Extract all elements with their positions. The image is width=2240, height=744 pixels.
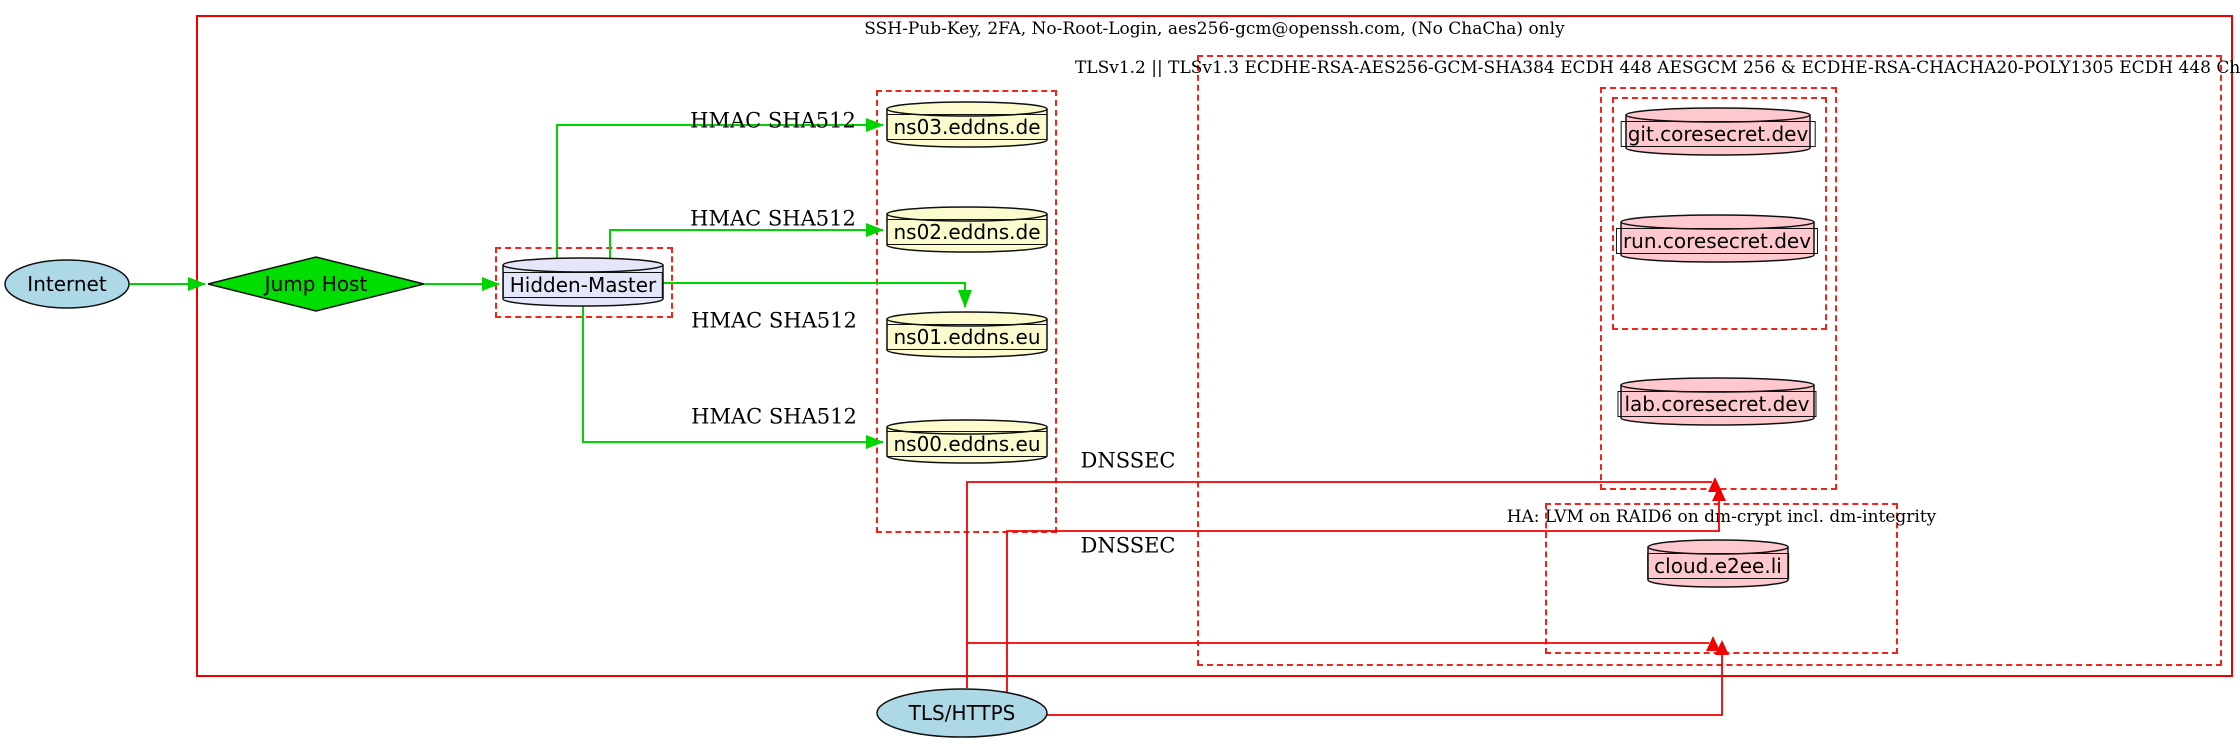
edge-dnssec-2 (1006, 501, 1720, 692)
node-label-jump-host: Jump Host (264, 272, 368, 296)
edge-label-dnssec-bottom: DNSSEC (1080, 533, 1176, 558)
cluster-ssh-perimeter: SSH-Pub-Key, 2FA, No-Root-Login, aes256-… (196, 15, 2233, 677)
node-label-ns00: ns00.eddns.eu (886, 431, 1048, 457)
edge-hiddenmaster-ns02 (609, 223, 884, 259)
edge-tls-ha-2 (1047, 654, 1723, 716)
lab-node (1620, 377, 1815, 426)
node-label-hidden-master: Hidden-Master (502, 272, 664, 298)
edge-label-hmac-ns00: HMAC SHA512 (691, 404, 857, 429)
arrowhead-tls-ha-2 (1715, 640, 1729, 655)
node-label-ns03: ns03.eddns.de (886, 114, 1048, 140)
cluster-tls-label: TLSv1.2 || TLSv1.3 ECDHE-RSA-AES256-GCM-… (1074, 58, 2240, 78)
edge-label-dnssec-top: DNSSEC (1080, 448, 1176, 473)
arrowhead-tls-ha-1 (1706, 636, 1720, 651)
ns01-node (886, 311, 1048, 358)
cluster-coresecret-inner (1612, 97, 1827, 330)
ns03-node (886, 101, 1048, 148)
cluster-tls-zone: TLSv1.2 || TLSv1.3 ECDHE-RSA-AES256-GCM-… (1075, 55, 2240, 666)
node-label-ns01: ns01.eddns.eu (886, 324, 1048, 350)
edge-label-hmac-ns02: HMAC SHA512 (690, 206, 856, 231)
edge-hiddenmaster-ns00 (582, 304, 884, 449)
internet-node (4, 259, 130, 309)
node-label-internet: Internet (27, 272, 107, 296)
node-label-cloud: cloud.e2ee.li (1647, 553, 1789, 579)
ns02-node (886, 206, 1048, 253)
node-label-run: run.coresecret.dev (1615, 228, 1819, 254)
edge-label-hmac-ns03: HMAC SHA512 (690, 108, 856, 133)
node-label-tls-https: TLS/HTTPS (908, 701, 1016, 725)
edge-dnssec-1 (966, 481, 1712, 688)
node-label-git: git.coresecret.dev (1620, 121, 1816, 147)
cluster-ssh-label: SSH-Pub-Key, 2FA, No-Root-Login, aes256-… (864, 19, 1565, 39)
edge-hiddenmaster-ns03 (556, 118, 884, 259)
cloud-node (1647, 539, 1789, 588)
jump-host-node (207, 256, 425, 312)
arrowhead-dnssec-2 (1712, 486, 1726, 501)
node-label-ns02: ns02.eddns.de (886, 219, 1048, 245)
run-node (1620, 214, 1815, 263)
node-label-lab: lab.coresecret.dev (1617, 391, 1817, 417)
edge-hiddenmaster-ns01 (663, 282, 972, 308)
edge-label-hmac-ns01: HMAC SHA512 (691, 308, 857, 333)
cluster-ha-label: HA: LVM on RAID6 on dm-crypt incl. dm-in… (1506, 507, 1937, 527)
tls-https-node (876, 688, 1048, 738)
